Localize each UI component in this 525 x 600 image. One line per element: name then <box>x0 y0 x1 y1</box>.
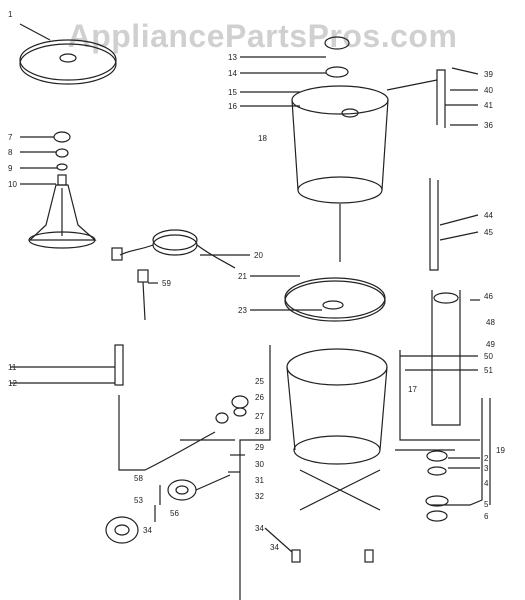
label-6: 6 <box>484 512 489 521</box>
part-motor-pulley <box>105 474 231 544</box>
label-53: 53 <box>134 496 143 505</box>
label-40: 40 <box>484 86 493 95</box>
part-agitator <box>20 131 97 249</box>
label-29: 29 <box>255 443 264 452</box>
label-9: 9 <box>8 164 13 173</box>
label-14: 14 <box>228 69 237 78</box>
part-drain-hose <box>395 398 491 522</box>
label-2: 2 <box>484 454 489 463</box>
part-casters <box>264 527 374 563</box>
label-13: 13 <box>228 53 237 62</box>
label-17: 17 <box>408 385 417 394</box>
label-20: 20 <box>254 251 263 260</box>
label-10: 10 <box>8 180 17 189</box>
part-cap-ring <box>240 36 350 107</box>
part-standpipe <box>386 67 479 271</box>
label-59: 59 <box>162 279 171 288</box>
label-49: 49 <box>486 340 495 349</box>
part-small-components <box>180 395 249 473</box>
label-16: 16 <box>228 102 237 111</box>
label-27: 27 <box>255 412 264 421</box>
label-46: 46 <box>484 292 493 301</box>
label-44: 44 <box>484 211 493 220</box>
label-58: 58 <box>134 474 143 483</box>
part-power-cord <box>111 229 250 321</box>
part-drain-rod <box>10 344 216 471</box>
label-41: 41 <box>484 101 493 110</box>
label-23: 23 <box>238 306 247 315</box>
label-21: 21 <box>238 272 247 281</box>
label-48: 48 <box>486 318 495 327</box>
part-lid-disc <box>19 23 117 85</box>
label-31: 31 <box>255 476 264 485</box>
label-56: 56 <box>170 509 179 518</box>
part-fill-tube <box>400 290 480 426</box>
label-8: 8 <box>8 148 13 157</box>
label-1: 1 <box>8 10 13 19</box>
label-15: 15 <box>228 88 237 97</box>
label-34-lower: 34 <box>270 543 279 552</box>
watermark: AppliancePartsPros.com <box>67 18 458 54</box>
label-39: 39 <box>484 70 493 79</box>
label-25: 25 <box>255 377 264 386</box>
label-34-bottom: 34 <box>255 524 264 533</box>
label-30: 30 <box>255 460 264 469</box>
label-7: 7 <box>8 133 13 142</box>
label-19: 19 <box>496 446 505 455</box>
label-51: 51 <box>484 366 493 375</box>
label-32: 32 <box>255 492 264 501</box>
label-3: 3 <box>484 464 489 473</box>
label-4: 4 <box>484 479 489 488</box>
part-outer-tub <box>239 345 480 600</box>
part-basket <box>291 85 389 262</box>
label-12: 12 <box>8 379 17 388</box>
label-5: 5 <box>484 500 489 509</box>
label-34-left: 34 <box>143 526 152 535</box>
label-45: 45 <box>484 228 493 237</box>
part-tub-ring <box>250 275 386 322</box>
label-26: 26 <box>255 393 264 402</box>
label-50: 50 <box>484 352 493 361</box>
label-11: 11 <box>8 363 17 372</box>
label-18: 18 <box>258 134 267 143</box>
label-28: 28 <box>255 427 264 436</box>
label-36: 36 <box>484 121 493 130</box>
